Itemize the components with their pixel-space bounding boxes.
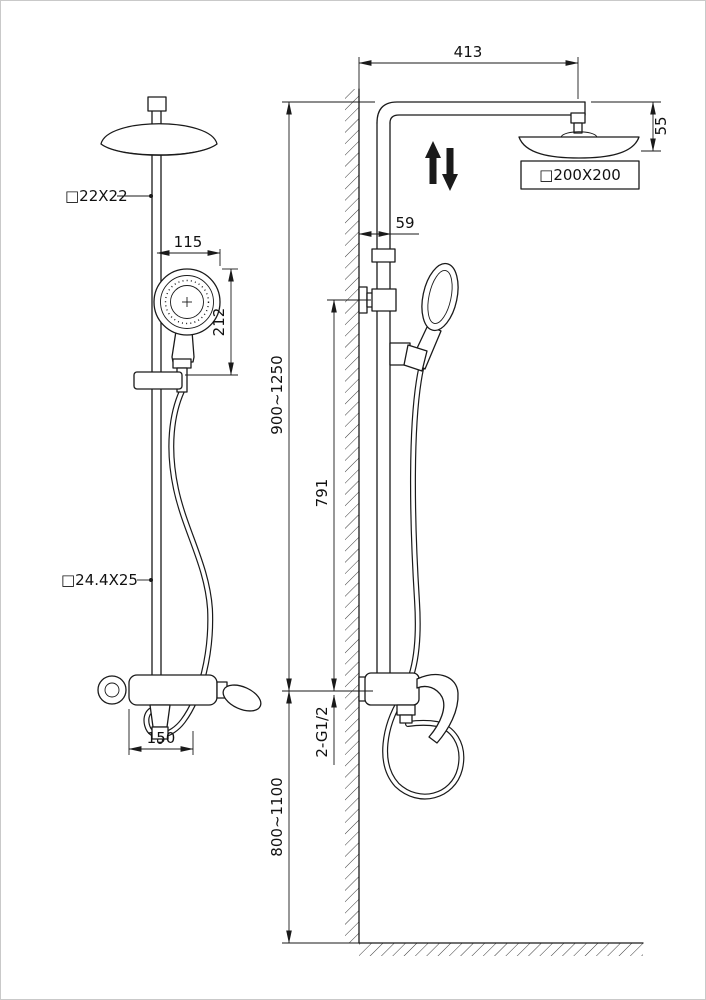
front-top-fitting xyxy=(147,96,167,112)
side-shower-head xyxy=(518,112,640,159)
svg-text:800~1100: 800~1100 xyxy=(268,777,286,856)
hand-shower-nut xyxy=(172,358,192,369)
svg-text:55: 55 xyxy=(652,116,670,135)
side-hose-outlet xyxy=(396,704,416,716)
floor-section xyxy=(358,942,644,956)
dimensions: □22X22 115 212 □24.4X25 150 xyxy=(61,43,670,944)
dim-150: 150 xyxy=(128,709,194,755)
hand-shower-handle xyxy=(171,330,195,363)
svg-text:2-G1/2: 2-G1/2 xyxy=(313,706,331,757)
hose-outlet xyxy=(149,704,171,728)
mixer-body xyxy=(128,674,218,706)
side-riser-pipe xyxy=(371,101,586,674)
side-mixer-handle xyxy=(416,674,459,744)
dim-pipe-rect-24: □24.4X25 xyxy=(61,571,153,589)
wall-escutcheon xyxy=(97,675,127,705)
dim-115: 115 xyxy=(156,233,221,266)
svg-text:150: 150 xyxy=(147,729,176,747)
dim-pipe-square-22: □22X22 xyxy=(65,187,153,205)
svg-text:791: 791 xyxy=(313,479,331,508)
dim-55: 55 xyxy=(591,101,670,152)
head-size-label: □200X200 xyxy=(539,166,621,184)
side-mixer xyxy=(358,672,459,744)
label-inlets-g12: 2-G1/2 xyxy=(313,694,337,765)
svg-text:413: 413 xyxy=(454,43,483,61)
svg-text:□24.4X25: □24.4X25 xyxy=(61,571,138,589)
svg-text:900~1250: 900~1250 xyxy=(268,355,286,434)
dim-212: 212 xyxy=(185,268,238,376)
dim-59: 59 xyxy=(358,214,419,237)
wall-hatching xyxy=(345,89,359,943)
svg-text:115: 115 xyxy=(174,233,203,251)
height-adjust-arrows-icon xyxy=(425,141,458,191)
side-hand-shower-head xyxy=(421,262,459,332)
spray-nozzles xyxy=(164,279,210,325)
dim-900-1250: 900~1250 xyxy=(268,101,375,692)
side-mixer-body xyxy=(364,672,420,706)
front-shower-head xyxy=(100,123,218,156)
mixer-lever-handle xyxy=(222,684,262,712)
dim-800-1100: 800~1100 xyxy=(268,690,359,944)
wall-section xyxy=(345,88,360,944)
front-mixer xyxy=(97,674,262,740)
front-riser-pipe xyxy=(147,96,167,678)
side-view: □200X200 xyxy=(358,101,640,800)
svg-text:59: 59 xyxy=(395,214,414,232)
dim-791: 791 xyxy=(313,299,371,692)
pipe-collar xyxy=(371,248,396,263)
side-hand-shower xyxy=(389,262,459,372)
hose-outlet-nut xyxy=(151,726,169,740)
front-slider-bracket xyxy=(133,371,183,390)
front-view xyxy=(97,96,262,744)
dim-413: 413 xyxy=(358,43,579,99)
head-stem-nut xyxy=(570,112,586,124)
front-hand-shower xyxy=(153,268,221,393)
svg-text:212: 212 xyxy=(210,308,228,337)
head-stem xyxy=(573,122,583,134)
spray-center-logo xyxy=(182,297,192,307)
svg-text:□22X22: □22X22 xyxy=(65,187,128,205)
head-size-box: □200X200 xyxy=(520,160,640,190)
floor-hatching xyxy=(359,943,643,956)
